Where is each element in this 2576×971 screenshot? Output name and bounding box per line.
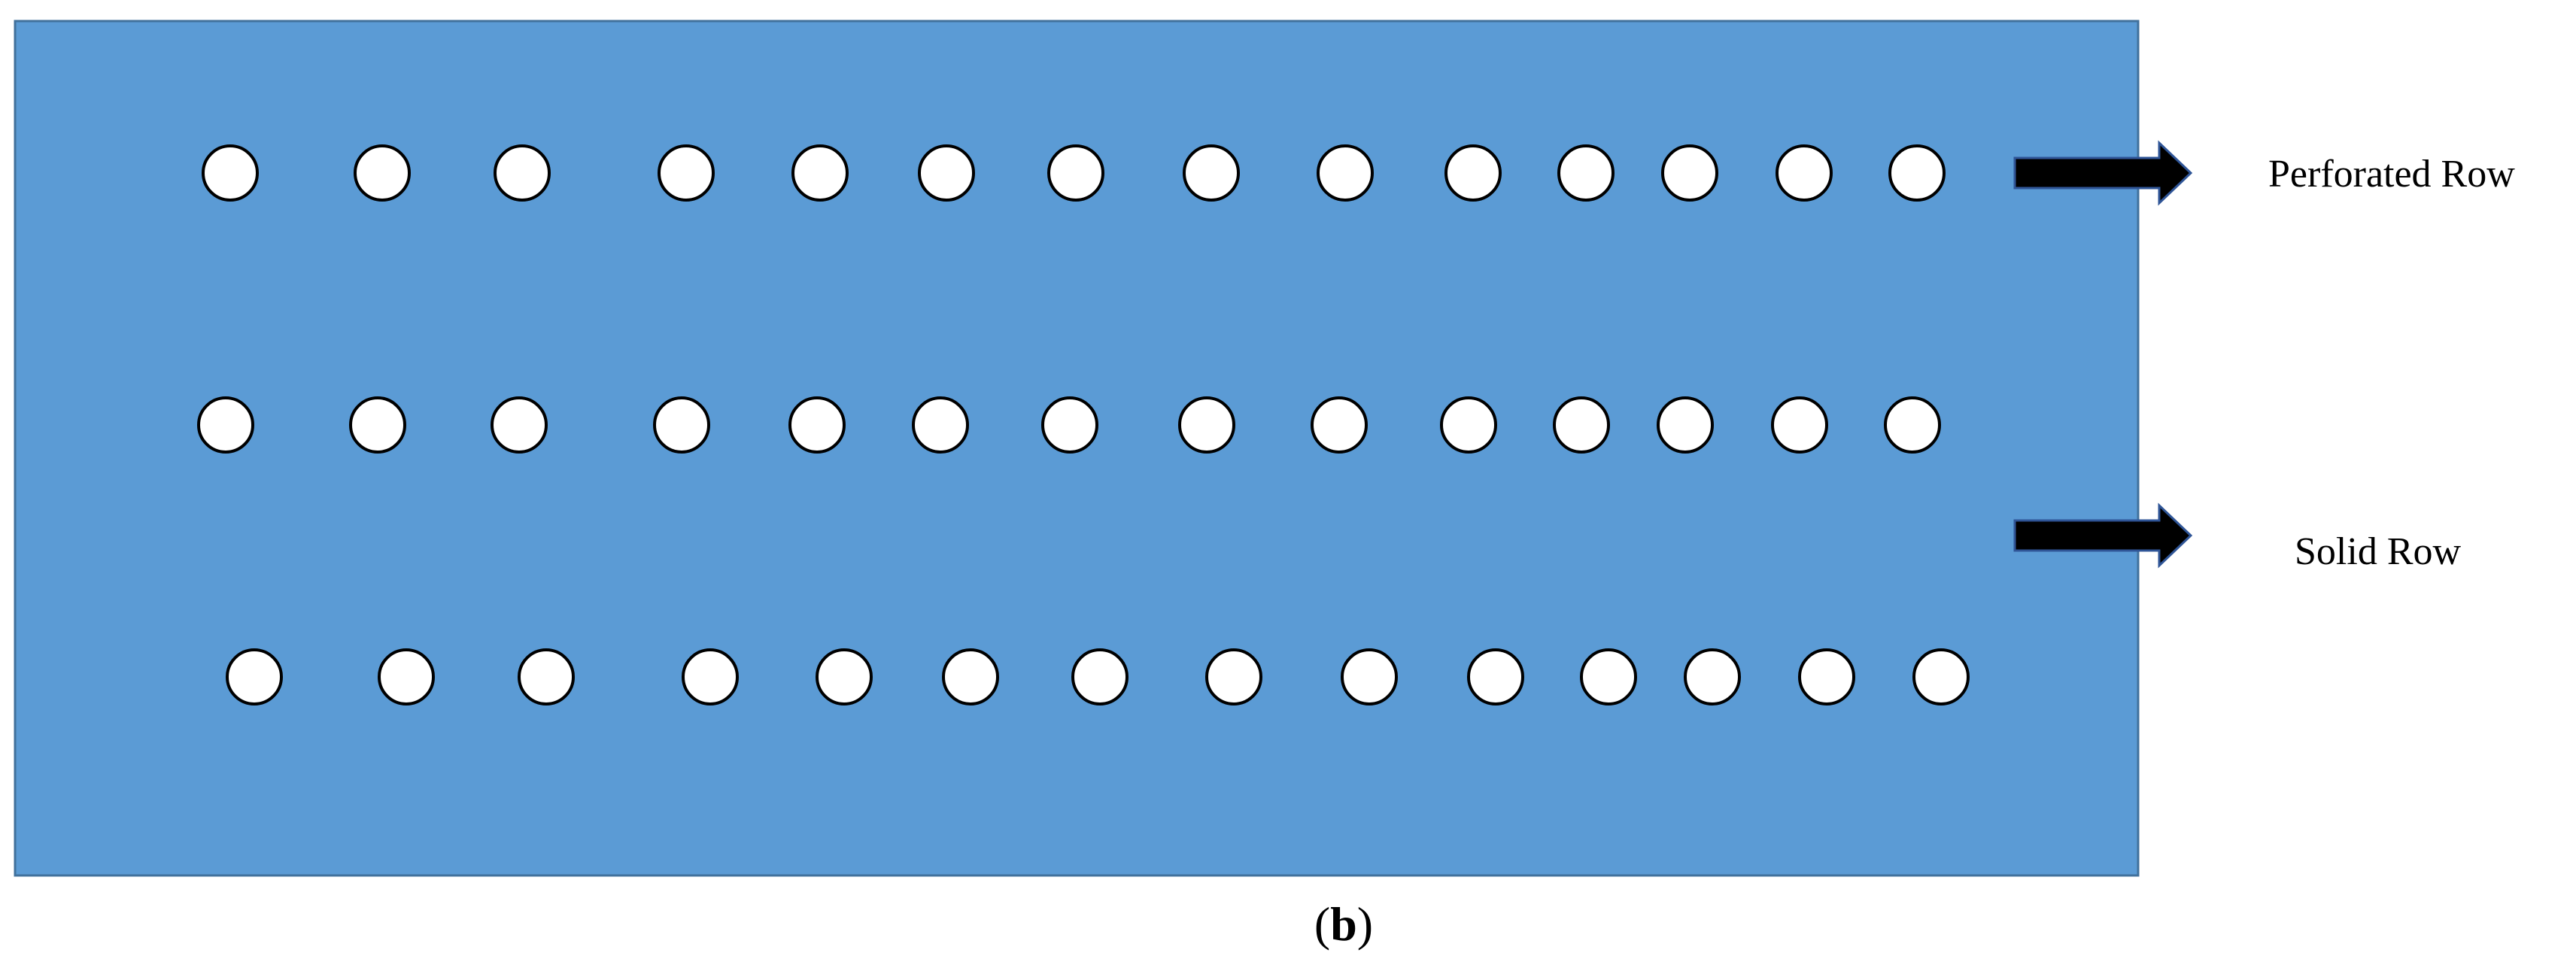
hole-circle	[491, 396, 548, 454]
hole-circle	[1041, 396, 1098, 454]
figure-caption: (b)	[1314, 897, 1373, 951]
hole-circle	[816, 648, 873, 705]
hole-circle	[1047, 144, 1104, 202]
hole-circle	[378, 648, 435, 705]
hole-circle	[1912, 648, 1970, 705]
hole-circle	[918, 144, 975, 202]
arrow-right-icon	[2013, 140, 2193, 206]
hole-circle	[1771, 396, 1828, 454]
hole-circle	[653, 396, 710, 454]
hole-circle	[1557, 144, 1615, 202]
perforated-row-arrow	[2013, 140, 2193, 206]
hole-circle	[1178, 396, 1235, 454]
hole-circle	[197, 396, 254, 454]
hole-circle	[1661, 144, 1718, 202]
hole-row	[197, 396, 1941, 454]
hole-circle	[658, 144, 715, 202]
solid-row-label: Solid Row	[2295, 530, 2461, 573]
hole-circle	[354, 144, 411, 202]
hole-row	[226, 648, 1970, 705]
hole-circle	[682, 648, 739, 705]
hole-circle	[1205, 648, 1262, 705]
hole-row	[202, 144, 1946, 202]
hole-circle	[1444, 144, 1502, 202]
hole-circle	[1341, 648, 1398, 705]
hole-circle	[1317, 144, 1374, 202]
hole-circle	[202, 144, 259, 202]
hole-circle	[1580, 648, 1637, 705]
hole-circle	[1657, 396, 1714, 454]
hole-rows	[197, 144, 1970, 705]
hole-circle	[226, 648, 283, 705]
caption-close-paren: )	[1357, 897, 1373, 951]
hole-circle	[1888, 144, 1946, 202]
hole-circle	[349, 396, 406, 454]
hole-circle	[1553, 396, 1610, 454]
hole-circle	[1798, 648, 1855, 705]
hole-circle	[494, 144, 551, 202]
hole-circle	[1467, 648, 1524, 705]
hole-circle	[1776, 144, 1833, 202]
hole-circle	[942, 648, 999, 705]
solid-row-arrow	[2013, 502, 2193, 569]
hole-circle	[1440, 396, 1497, 454]
caption-open-paren: (	[1314, 897, 1330, 951]
caption-letter: b	[1330, 897, 1357, 951]
hole-circle	[791, 144, 849, 202]
hole-circle	[1183, 144, 1240, 202]
hole-circle	[912, 396, 969, 454]
hole-circle	[1311, 396, 1368, 454]
hole-circle	[788, 396, 846, 454]
hole-circle	[1884, 396, 1941, 454]
arrow-right-icon	[2013, 502, 2193, 569]
hole-circle	[518, 648, 575, 705]
hole-circle	[1071, 648, 1129, 705]
hole-circle	[1684, 648, 1741, 705]
perforated-row-label: Perforated Row	[2268, 153, 2515, 196]
